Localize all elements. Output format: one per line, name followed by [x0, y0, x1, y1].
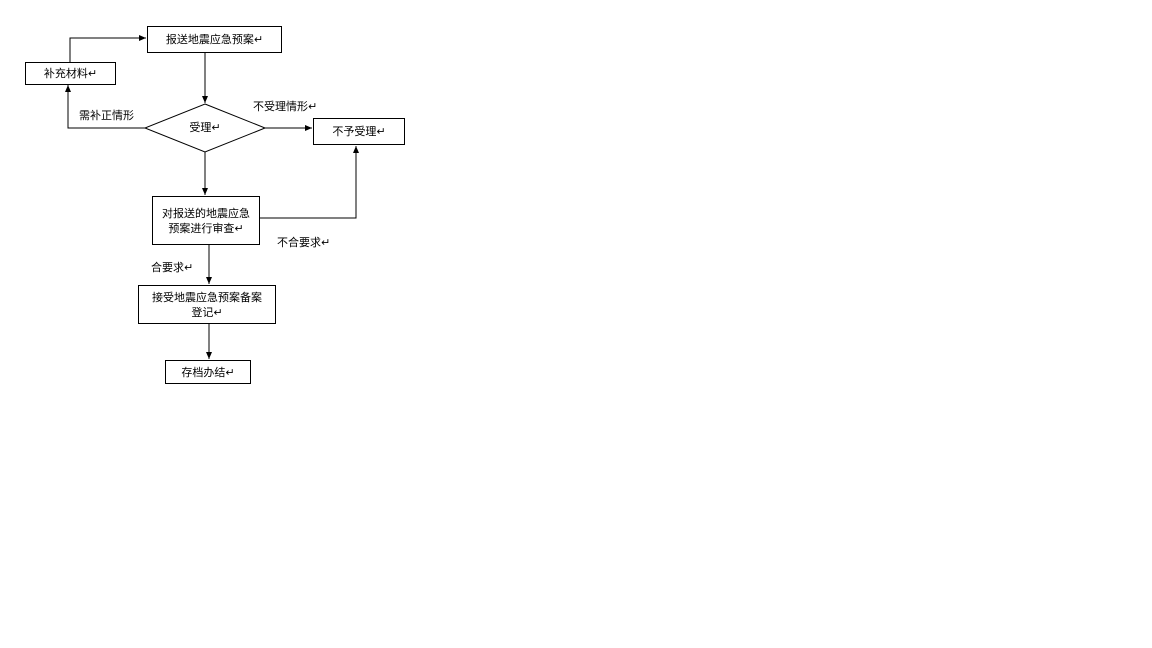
needs-supplement-edge-label: 需补正情形	[79, 109, 134, 122]
fails-requirements-edge-label: 不合要求↵	[277, 236, 331, 249]
not-accepted-label: 不予受理↵	[332, 125, 386, 138]
supplement-materials-node: 补充材料↵	[25, 62, 116, 85]
edge-supplement-to-submit	[69, 35, 146, 62]
review-plan-node: 对报送的地震应急 预案进行审查↵	[152, 196, 260, 245]
archive-label: 存档办结↵	[181, 365, 235, 379]
edge-review-to-not-accepted	[260, 146, 359, 219]
register-filing-node: 接受地震应急预案备案 登记↵	[138, 285, 276, 324]
accept-decision-label: 受理↵	[189, 121, 221, 134]
not-accepted-node: 不予受理↵	[313, 118, 405, 145]
edge-decision-to-supplement	[65, 85, 145, 129]
register-filing-label-line2: 登记↵	[191, 305, 223, 319]
review-plan-label-line1: 对报送的地震应急	[162, 206, 250, 220]
meets-requirements-edge-label: 合要求↵	[151, 261, 194, 274]
not-accept-case-edge-label: 不受理情形↵	[253, 100, 318, 113]
archive-node: 存档办结↵	[165, 360, 251, 384]
review-plan-label-line2: 预案进行审查↵	[168, 221, 244, 235]
submit-plan-node: 报送地震应急预案↵	[147, 26, 282, 53]
register-filing-label-line1: 接受地震应急预案备案	[152, 290, 262, 304]
submit-plan-label: 报送地震应急预案↵	[165, 33, 264, 46]
supplement-materials-label: 补充材料↵	[43, 67, 98, 80]
